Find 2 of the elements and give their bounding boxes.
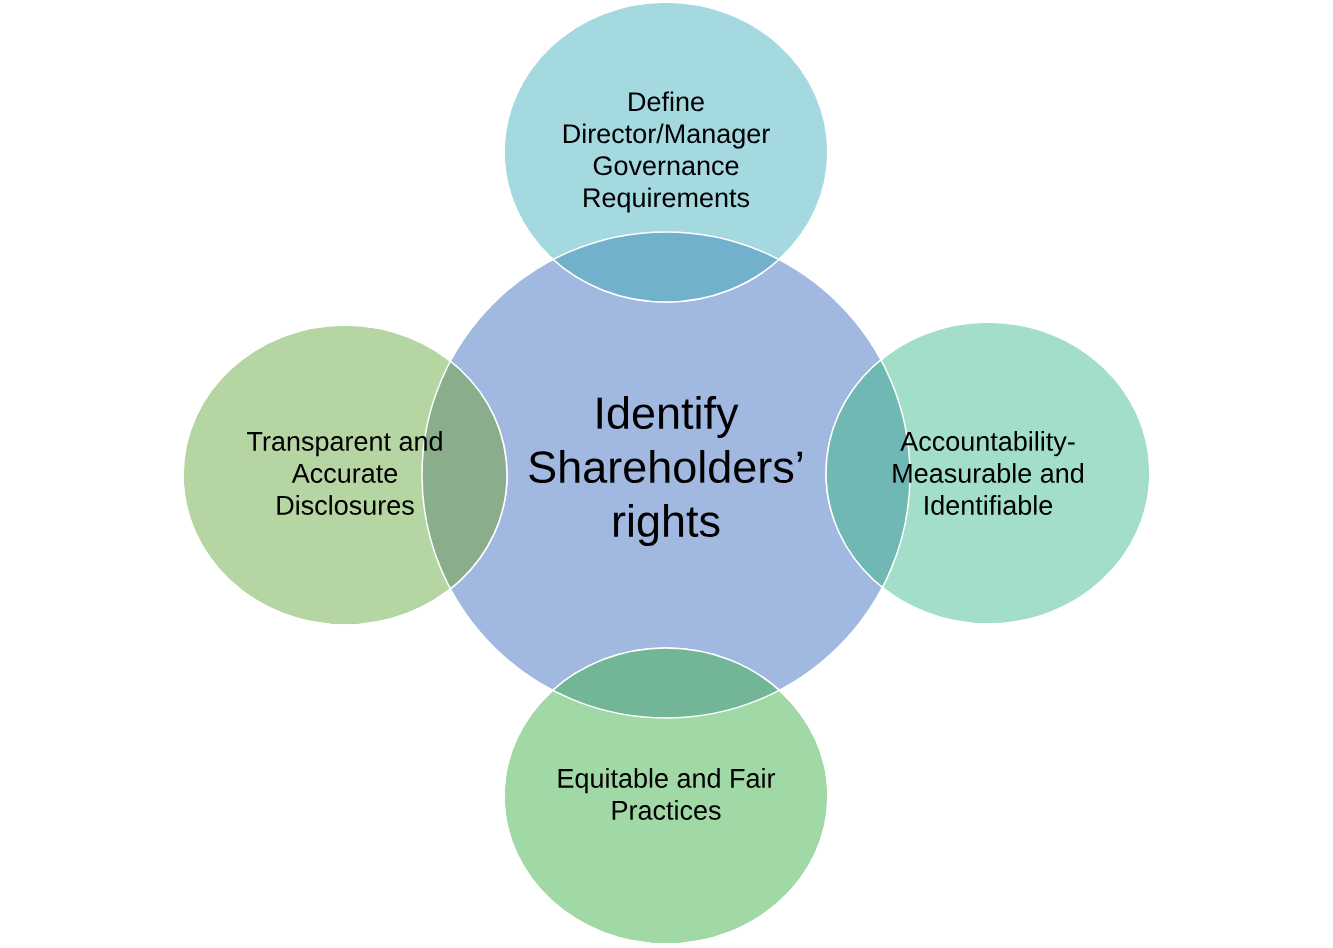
node-label: Define Director/Manager Governance Requirements — [563, 91, 770, 213]
node-label: Equitable and Fair Practices — [558, 768, 776, 820]
